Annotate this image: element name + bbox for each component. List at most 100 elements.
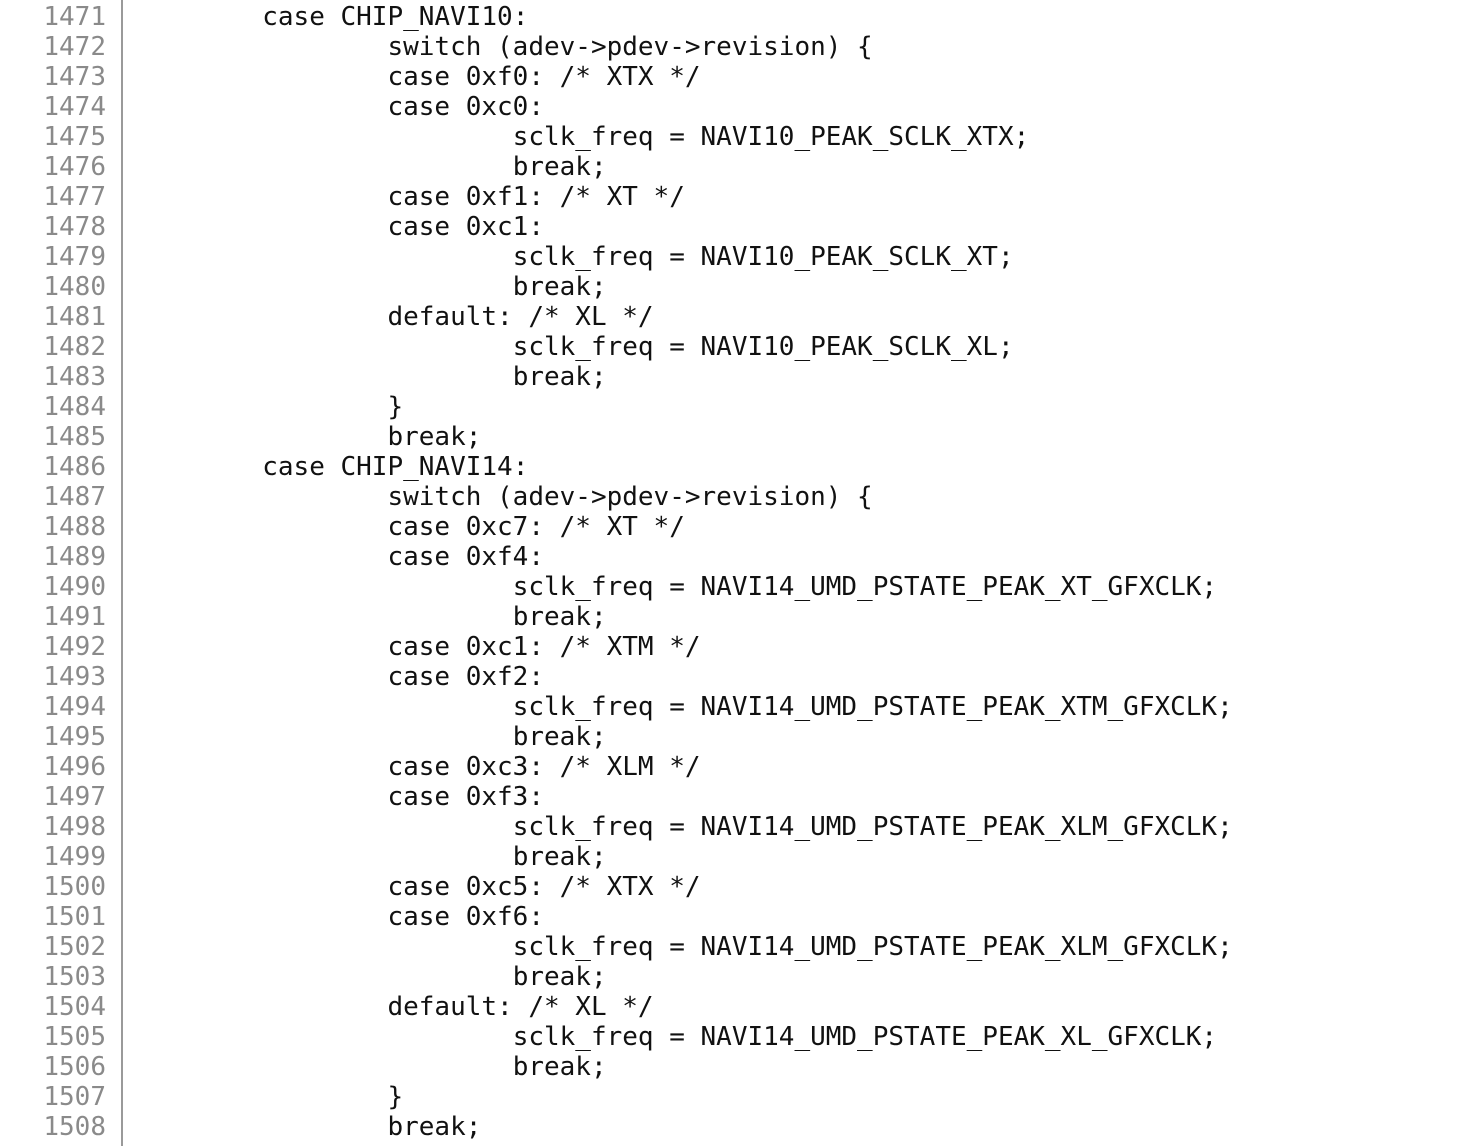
code-line: 1505 sclk_freq = NAVI14_UMD_PSTATE_PEAK_… [0,1022,1464,1052]
code-line: 1490 sclk_freq = NAVI14_UMD_PSTATE_PEAK_… [0,572,1464,602]
line-number[interactable]: 1475 [43,122,106,152]
line-number[interactable]: 1476 [43,152,106,182]
code-text: case 0xc1: [137,212,544,242]
code-line: 1473 case 0xf0: /* XTX */ [0,62,1464,92]
line-number[interactable]: 1487 [43,482,106,512]
line-number[interactable]: 1507 [43,1082,106,1112]
line-number[interactable]: 1481 [43,302,106,332]
code-line: 1503 break; [0,962,1464,992]
code-line: 1508 break; [0,1112,1464,1142]
line-number[interactable]: 1474 [43,92,106,122]
code-text: sclk_freq = NAVI14_UMD_PSTATE_PEAK_XTM_G… [137,692,1233,722]
code-text: case 0xc3: /* XLM */ [137,752,701,782]
line-number[interactable]: 1501 [43,902,106,932]
code-text: } [137,1082,404,1112]
code-text: break; [137,722,607,752]
code-text: break; [137,422,482,452]
line-number[interactable]: 1505 [43,1022,106,1052]
code-line: 1477 case 0xf1: /* XT */ [0,182,1464,212]
code-line: 1482 sclk_freq = NAVI10_PEAK_SCLK_XL; [0,332,1464,362]
code-line: 1495 break; [0,722,1464,752]
code-text: default: /* XL */ [137,302,654,332]
line-number[interactable]: 1471 [43,2,106,32]
code-line: 1497 case 0xf3: [0,782,1464,812]
line-number[interactable]: 1479 [43,242,106,272]
line-number[interactable]: 1477 [43,182,106,212]
line-number[interactable]: 1496 [43,752,106,782]
line-number[interactable]: 1500 [43,872,106,902]
code-text: default: /* XL */ [137,992,654,1022]
line-number[interactable]: 1499 [43,842,106,872]
code-text: } [137,392,404,422]
line-number[interactable]: 1492 [43,632,106,662]
code-line: 1489 case 0xf4: [0,542,1464,572]
code-text: case 0xf4: [137,542,544,572]
code-line: 1494 sclk_freq = NAVI14_UMD_PSTATE_PEAK_… [0,692,1464,722]
code-text: case 0xc7: /* XT */ [137,512,685,542]
code-line: 1471 case CHIP_NAVI10: [0,2,1464,32]
code-line: 1484 } [0,392,1464,422]
code-text: sclk_freq = NAVI14_UMD_PSTATE_PEAK_XT_GF… [137,572,1218,602]
code-line: 1476 break; [0,152,1464,182]
code-text: sclk_freq = NAVI10_PEAK_SCLK_XTX; [137,122,1030,152]
code-line: 1474 case 0xc0: [0,92,1464,122]
code-text: case 0xc0: [137,92,544,122]
code-text: break; [137,272,607,302]
code-line: 1472 switch (adev->pdev->revision) { [0,32,1464,62]
code-text: sclk_freq = NAVI14_UMD_PSTATE_PEAK_XLM_G… [137,812,1233,842]
line-number[interactable]: 1504 [43,992,106,1022]
line-number[interactable]: 1495 [43,722,106,752]
line-number[interactable]: 1503 [43,962,106,992]
code-text: sclk_freq = NAVI14_UMD_PSTATE_PEAK_XLM_G… [137,932,1233,962]
line-number[interactable]: 1502 [43,932,106,962]
code-line: 1507 } [0,1082,1464,1112]
line-number[interactable]: 1485 [43,422,106,452]
code-text: case 0xf2: [137,662,544,692]
code-line: 1500 case 0xc5: /* XTX */ [0,872,1464,902]
code-line: 1504 default: /* XL */ [0,992,1464,1022]
code-line: 1498 sclk_freq = NAVI14_UMD_PSTATE_PEAK_… [0,812,1464,842]
line-number[interactable]: 1486 [43,452,106,482]
code-line: 1485 break; [0,422,1464,452]
code-text: case 0xf6: [137,902,544,932]
code-text: break; [137,602,607,632]
line-number[interactable]: 1482 [43,332,106,362]
code-text: switch (adev->pdev->revision) { [137,32,873,62]
code-text: case 0xf1: /* XT */ [137,182,685,212]
code-line: 1487 switch (adev->pdev->revision) { [0,482,1464,512]
code-line: 1486 case CHIP_NAVI14: [0,452,1464,482]
line-number[interactable]: 1493 [43,662,106,692]
line-number[interactable]: 1480 [43,272,106,302]
line-number[interactable]: 1498 [43,812,106,842]
line-number[interactable]: 1497 [43,782,106,812]
line-number[interactable]: 1490 [43,572,106,602]
line-number[interactable]: 1508 [43,1112,106,1142]
code-line: 1492 case 0xc1: /* XTM */ [0,632,1464,662]
code-text: break; [137,152,607,182]
line-number[interactable]: 1478 [43,212,106,242]
code-text: sclk_freq = NAVI14_UMD_PSTATE_PEAK_XL_GF… [137,1022,1218,1052]
line-number[interactable]: 1488 [43,512,106,542]
line-number[interactable]: 1506 [43,1052,106,1082]
code-text: sclk_freq = NAVI10_PEAK_SCLK_XT; [137,242,1014,272]
code-line: 1488 case 0xc7: /* XT */ [0,512,1464,542]
code-line: 1496 case 0xc3: /* XLM */ [0,752,1464,782]
code-text: break; [137,842,607,872]
line-number[interactable]: 1494 [43,692,106,722]
code-line: 1491 break; [0,602,1464,632]
code-text: case 0xc1: /* XTM */ [137,632,701,662]
line-number[interactable]: 1483 [43,362,106,392]
code-line: 1502 sclk_freq = NAVI14_UMD_PSTATE_PEAK_… [0,932,1464,962]
line-number[interactable]: 1491 [43,602,106,632]
code-line: 1478 case 0xc1: [0,212,1464,242]
line-number[interactable]: 1473 [43,62,106,92]
line-number[interactable]: 1484 [43,392,106,422]
code-text: case CHIP_NAVI14: [137,452,529,482]
code-text: sclk_freq = NAVI10_PEAK_SCLK_XL; [137,332,1014,362]
line-number[interactable]: 1472 [43,32,106,62]
code-line: 1475 sclk_freq = NAVI10_PEAK_SCLK_XTX; [0,122,1464,152]
line-number[interactable]: 1489 [43,542,106,572]
code-text: switch (adev->pdev->revision) { [137,482,873,512]
code-line: 1479 sclk_freq = NAVI10_PEAK_SCLK_XT; [0,242,1464,272]
